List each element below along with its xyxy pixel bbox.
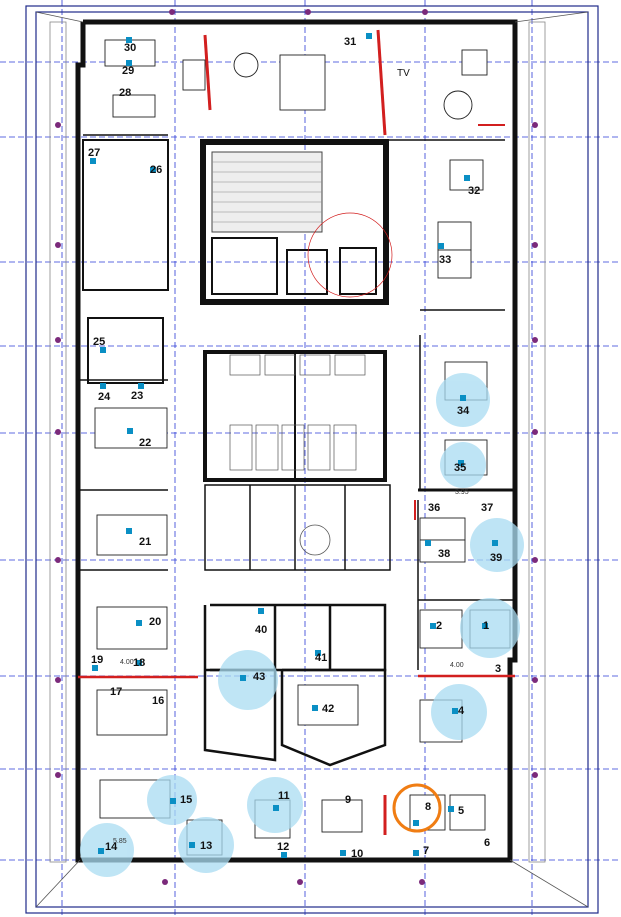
room-label-42: 42: [322, 703, 335, 715]
dimension-label: 3.95: [455, 489, 469, 496]
room-label-1: 1: [483, 620, 490, 632]
room-label-39: 39: [490, 552, 503, 564]
room-label-36: 36: [428, 502, 441, 514]
room-label-40: 40: [255, 624, 268, 636]
red-walls: [203, 29, 505, 835]
room-label-17: 17: [110, 686, 123, 698]
room-label-10: 10: [351, 848, 364, 860]
room-label-25: 25: [93, 336, 106, 348]
room-label-24: 24: [98, 391, 111, 403]
restroom-core: [203, 350, 387, 482]
room-label-38: 38: [438, 548, 451, 560]
room-label-30: 30: [124, 42, 137, 54]
left-rooms: [78, 134, 198, 679]
room-label-2: 2: [436, 620, 443, 632]
room-label-4: 4: [458, 705, 465, 717]
roof-diagonals: [35, 11, 589, 908]
outer-frame: [25, 5, 599, 914]
room-label-26: 26: [150, 164, 163, 176]
room-label-27: 27: [88, 147, 101, 159]
room-label-7: 7: [423, 845, 430, 857]
room-label-22: 22: [139, 437, 152, 449]
room-label-5: 5: [458, 805, 465, 817]
room-label-18: 18: [133, 657, 146, 669]
room-label-33: 33: [439, 254, 452, 266]
coverage-highlights: [80, 373, 524, 877]
room-label-14: 14: [105, 841, 118, 853]
room-label-15: 15: [180, 794, 193, 806]
room-label-35: 35: [454, 462, 467, 474]
room-label-16: 16: [152, 695, 165, 707]
room-label-34: 34: [457, 405, 470, 417]
stair-core: [200, 139, 393, 305]
service-rooms: [204, 484, 391, 571]
dimension-label: 4.00: [120, 659, 134, 666]
room-label-43: 43: [253, 671, 266, 683]
room-label-31: 31: [344, 36, 357, 48]
room-label-12: 12: [277, 841, 290, 853]
room-label-20: 20: [149, 616, 162, 628]
room-label-21: 21: [139, 536, 152, 548]
room-label-19: 19: [91, 654, 104, 666]
room-label-13: 13: [200, 840, 213, 852]
fixture-markers: [55, 9, 538, 885]
room-label-8: 8: [425, 801, 432, 813]
room-label-23: 23: [131, 390, 144, 402]
room-label-28: 28: [119, 87, 132, 99]
dimension-label: 5.85: [113, 838, 127, 845]
dimension-label: 4.00: [450, 662, 464, 669]
highlight-marker: [392, 783, 442, 833]
right-rooms: [385, 139, 515, 678]
access-points: [90, 33, 498, 858]
room-label-3: 3: [495, 663, 502, 675]
room-label-37: 37: [481, 502, 494, 514]
tv-label: TV: [397, 68, 410, 79]
room-label-41: 41: [315, 652, 328, 664]
room-label-9: 9: [345, 794, 352, 806]
room-label-6: 6: [484, 837, 491, 849]
room-label-11: 11: [278, 790, 290, 802]
room-label-32: 32: [468, 185, 481, 197]
room-label-29: 29: [122, 65, 135, 77]
